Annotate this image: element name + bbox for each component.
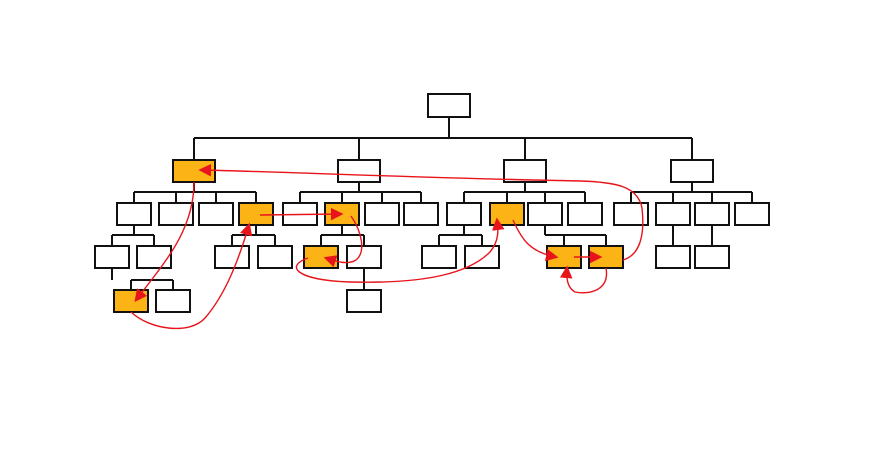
tree-nodes — [94, 93, 770, 313]
traversal-arrow — [512, 219, 559, 262]
tree-node[interactable] — [670, 159, 714, 183]
tree-edge — [111, 268, 174, 290]
tree-node[interactable] — [94, 245, 130, 269]
tree-node[interactable] — [655, 202, 691, 226]
tree-node-highlighted[interactable] — [489, 202, 525, 226]
tree-node[interactable] — [136, 245, 172, 269]
tree-edge — [320, 225, 365, 246]
tree-node[interactable] — [364, 202, 400, 226]
tree-node[interactable] — [214, 245, 250, 269]
tree-edge — [438, 225, 483, 246]
tree-edge — [463, 182, 586, 203]
tree-edge — [193, 117, 693, 160]
tree-node-highlighted[interactable] — [113, 289, 149, 313]
tree-node-highlighted[interactable] — [238, 202, 274, 226]
tree-edge — [231, 225, 276, 246]
tree-node[interactable] — [464, 245, 500, 269]
tree-node[interactable] — [613, 202, 649, 226]
tree-edge — [544, 225, 607, 246]
traversal-arrow — [295, 217, 505, 283]
tree-edge — [630, 182, 753, 203]
tree-edge — [133, 182, 257, 203]
traversal-arrow — [259, 207, 344, 221]
tree-edge — [111, 225, 155, 246]
tree-node[interactable] — [655, 245, 691, 269]
tree-node[interactable] — [694, 202, 730, 226]
tree-node[interactable] — [403, 202, 439, 226]
tree-node[interactable] — [446, 202, 482, 226]
tree-node[interactable] — [527, 202, 563, 226]
traversal-arrow — [323, 215, 363, 268]
tree-node[interactable] — [567, 202, 603, 226]
tree-node-root[interactable] — [427, 93, 471, 118]
traversal-arrow — [134, 181, 195, 303]
tree-node[interactable] — [346, 289, 382, 313]
tree-node[interactable] — [155, 289, 191, 313]
tree-node[interactable] — [734, 202, 770, 226]
tree-node[interactable] — [116, 202, 152, 226]
tree-node-highlighted[interactable] — [172, 159, 216, 183]
traversal-arrow — [130, 222, 253, 330]
traversal-arrows — [130, 163, 644, 330]
tree-node[interactable] — [503, 159, 547, 183]
tree-node-highlighted[interactable] — [303, 245, 339, 269]
tree-node[interactable] — [198, 202, 234, 226]
tree-edges — [111, 117, 753, 290]
tree-node[interactable] — [346, 245, 382, 269]
traversal-arrow — [198, 163, 644, 261]
tree-node[interactable] — [158, 202, 194, 226]
traversal-arrow — [559, 265, 608, 294]
tree-edge — [672, 225, 713, 246]
tree-edge — [299, 182, 422, 203]
tree-node[interactable] — [694, 245, 730, 269]
tree-node[interactable] — [421, 245, 457, 269]
tree-node[interactable] — [257, 245, 293, 269]
tree-node[interactable] — [337, 159, 381, 183]
